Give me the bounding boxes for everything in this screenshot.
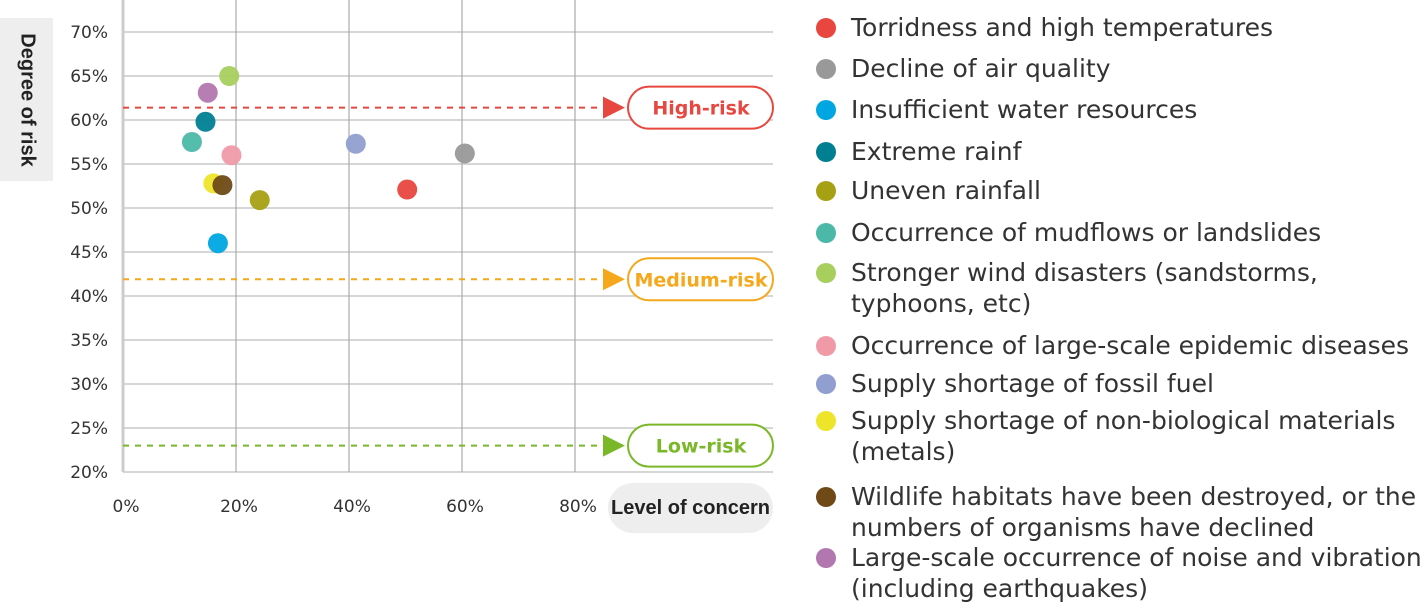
- legend-label: Occurrence of large-scale epidemic disea…: [851, 331, 1410, 360]
- legend-marker: [816, 142, 836, 162]
- x-tick-label: 40%: [333, 497, 371, 517]
- data-point: [207, 233, 228, 254]
- legend-marker: [816, 374, 836, 394]
- legend-label: Supply shortage of fossil fuel: [851, 369, 1214, 398]
- legend-marker: [816, 263, 836, 283]
- y-tick-label: 70%: [70, 23, 108, 43]
- data-point: [195, 111, 216, 132]
- legend-marker: [816, 59, 836, 79]
- legend-item: Supply shortage of fossil fuel: [816, 368, 1424, 399]
- legend-item: Decline of air quality: [816, 53, 1424, 84]
- y-tick-label: 25%: [70, 419, 108, 439]
- legend-item: Supply shortage of non-biological materi…: [816, 405, 1424, 467]
- legend-item: Occurrence of large-scale epidemic disea…: [816, 330, 1424, 361]
- legend-marker: [816, 18, 836, 38]
- data-point: [454, 143, 475, 164]
- data-point: [197, 82, 218, 103]
- y-tick-label: 45%: [70, 243, 108, 263]
- x-axis-label-box: Level of concern: [608, 483, 773, 533]
- legend-item: Extreme rainf: [816, 136, 1424, 167]
- legend-item: Insufficient water resources: [816, 94, 1424, 125]
- risk-label-medium: Medium-risk: [635, 269, 768, 291]
- data-point: [181, 132, 202, 152]
- legend-item: Occurrence of mudflows or landslides: [816, 217, 1424, 248]
- y-tick-label: 60%: [70, 111, 108, 131]
- legend-marker: [816, 487, 836, 507]
- y-tick-label: 35%: [70, 331, 108, 351]
- x-tick-label: 60%: [446, 497, 484, 517]
- x-axis-label: Level of concern: [611, 496, 770, 519]
- threshold-badge: [627, 85, 774, 130]
- legend-label: Torridness and high temperatures: [851, 13, 1274, 42]
- legend-marker: [816, 181, 836, 201]
- data-point: [345, 133, 366, 154]
- legend-label: Stronger wind disasters (sandstorms, typ…: [851, 258, 1318, 318]
- legend-label: Uneven rainfall: [851, 176, 1041, 205]
- arrow-icon: [603, 434, 625, 457]
- legend-label: Large-scale occurrence of noise and vibr…: [851, 543, 1422, 603]
- legend-marker: [816, 548, 836, 568]
- legend-label: Wildlife habitats have been destroyed, o…: [851, 482, 1417, 542]
- y-tick-label: 55%: [70, 155, 108, 175]
- x-tick-label: 0%: [113, 497, 140, 517]
- data-points: [181, 66, 475, 254]
- y-tick-label: 50%: [70, 199, 108, 219]
- legend-item: Uneven rainfall: [816, 175, 1424, 206]
- x-ticks: 0% 20% 40% 60% 80%: [113, 497, 597, 517]
- data-point: [219, 66, 240, 86]
- data-point: [249, 190, 270, 211]
- legend-item: Large-scale occurrence of noise and vibr…: [816, 542, 1424, 604]
- risk-label-high: High-risk: [652, 98, 750, 120]
- y-axis-label-box: Degree of risk: [0, 18, 53, 181]
- risk-label-low: Low-risk: [656, 436, 747, 458]
- y-tick-label: 65%: [70, 67, 108, 87]
- data-point: [397, 179, 418, 200]
- legend-marker: [816, 100, 836, 120]
- legend-label: Decline of air quality: [851, 54, 1111, 83]
- legend-label: Occurrence of mudflows or landslides: [851, 218, 1322, 247]
- legend-marker: [816, 223, 836, 243]
- legend-item: Torridness and high temperatures: [816, 12, 1424, 43]
- data-point: [212, 175, 233, 196]
- x-tick-label: 20%: [220, 497, 258, 517]
- legend-item: Wildlife habitats have been destroyed, o…: [816, 481, 1424, 543]
- legend-label: Extreme rainf: [851, 137, 1022, 166]
- arrow-icon: [603, 96, 625, 119]
- y-tick-label: 30%: [70, 375, 108, 395]
- y-ticks: 20% 25% 30% 35% 40% 45% 50% 55% 60% 65% 70%: [70, 23, 108, 483]
- legend-label: Insufficient water resources: [851, 95, 1198, 124]
- legend-marker: [816, 336, 836, 356]
- threshold-badge: [627, 257, 774, 302]
- legend-label: Supply shortage of non-biological materi…: [851, 406, 1396, 466]
- data-point: [221, 145, 242, 166]
- x-tick-label: 80%: [559, 497, 597, 517]
- legend-item: Stronger wind disasters (sandstorms, typ…: [816, 257, 1424, 319]
- threshold-badge: [627, 423, 774, 468]
- y-tick-label: 40%: [70, 287, 108, 307]
- legend-marker: [816, 411, 836, 431]
- arrow-icon: [603, 268, 625, 291]
- y-tick-label: 20%: [70, 463, 108, 483]
